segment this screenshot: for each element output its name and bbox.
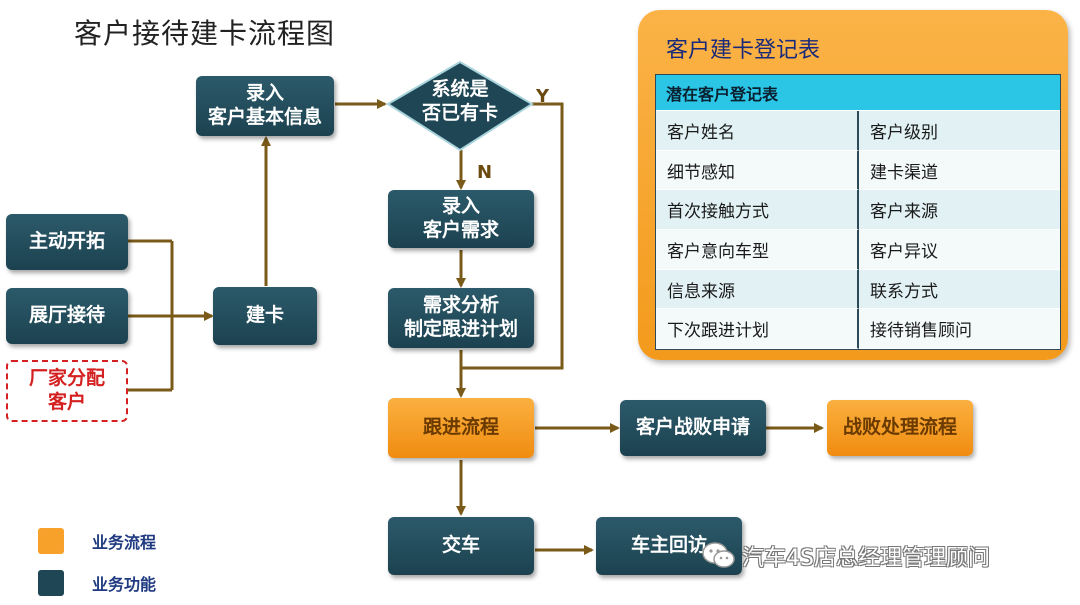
legend-swatch-orange <box>38 528 64 554</box>
field-label: 客户级别 <box>859 111 1060 151</box>
node-zhudong: 主动开拓 <box>6 214 128 270</box>
field-label: 下次跟进计划 <box>656 309 859 350</box>
field-label: 信息来源 <box>656 269 859 310</box>
node-delivery: 交车 <box>388 517 534 575</box>
field-label: 接待销售顾问 <box>859 309 1060 350</box>
legend-item-process: 业务流程 <box>38 528 156 554</box>
watermark-text: 汽车4S店总经理管理顾问 <box>742 546 990 571</box>
node-follow: 跟进流程 <box>388 398 534 458</box>
arrow-yes-path <box>461 102 564 370</box>
field-label: 联系方式 <box>859 270 1060 310</box>
field-label: 首次接触方式 <box>656 190 859 231</box>
yes-flag: Y <box>536 86 550 107</box>
wechat-icon <box>702 541 736 571</box>
table-row: 首次接触方式 客户来源 <box>656 190 1060 231</box>
node-defeat-process: 战败处理流程 <box>827 400 973 456</box>
legend-label: 业务流程 <box>92 533 157 552</box>
decision-diamond <box>386 60 534 152</box>
field-label: 客户意向车型 <box>656 230 859 270</box>
legend-swatch-teal <box>38 570 64 596</box>
register-header: 潜在客户登记表 <box>656 75 1060 111</box>
field-label: 客户异议 <box>859 230 1060 270</box>
node-changjia: 厂家分配 客户 <box>6 360 128 422</box>
field-label: 客户姓名 <box>656 111 859 151</box>
node-jianka: 建卡 <box>213 287 317 345</box>
table-row: 客户姓名 客户级别 <box>656 111 1060 151</box>
decision-label: 系统是 否已有卡 <box>421 78 498 124</box>
node-zhanting: 展厅接待 <box>6 288 128 344</box>
legend-item-function: 业务功能 <box>38 570 156 596</box>
watermark: 汽车4S店总经理管理顾问 <box>702 540 990 572</box>
register-title: 客户建卡登记表 <box>666 38 821 63</box>
field-label: 细节感知 <box>656 150 859 191</box>
field-label: 客户来源 <box>859 190 1060 231</box>
table-row: 客户意向车型 客户异议 <box>656 230 1060 270</box>
node-luru-info: 录入 客户基本信息 <box>196 76 334 136</box>
table-row: 细节感知 建卡渠道 <box>656 150 1060 191</box>
register-table: 潜在客户登记表 客户姓名 客户级别 细节感知 建卡渠道 首次接触方式 客户来源 … <box>655 74 1061 351</box>
register-rows: 客户姓名 客户级别 细节感知 建卡渠道 首次接触方式 客户来源 客户意向车型 客… <box>656 111 1060 350</box>
table-row: 下次跟进计划 接待销售顾问 <box>656 309 1060 350</box>
field-label: 建卡渠道 <box>859 151 1060 191</box>
table-row: 信息来源 联系方式 <box>656 269 1060 310</box>
node-defeat-apply: 客户战败申请 <box>620 400 766 456</box>
register-card: 客户建卡登记表 潜在客户登记表 客户姓名 客户级别 细节感知 建卡渠道 首次接触… <box>638 10 1068 360</box>
page-title: 客户接待建卡流程图 <box>74 17 336 50</box>
no-flag: N <box>477 162 493 183</box>
node-luru-need: 录入 客户需求 <box>388 190 534 248</box>
node-analysis: 需求分析 制定跟进计划 <box>388 288 534 348</box>
legend-label: 业务功能 <box>92 575 157 594</box>
